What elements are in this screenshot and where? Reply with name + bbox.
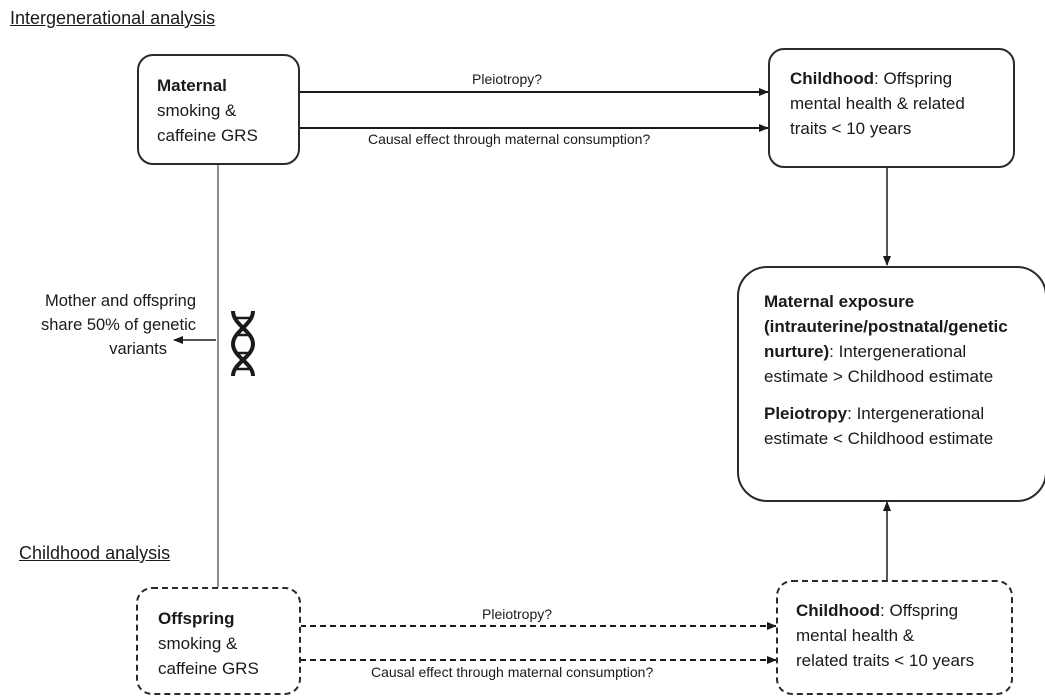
label-bottom-pleiotropy: Pleiotropy? xyxy=(482,606,553,622)
exposure-title-3: nurture) xyxy=(764,342,830,361)
pleiotropy-line2: estimate < Childhood estimate xyxy=(764,429,994,448)
childhood-top-box: Childhood: Offspring mental health & rel… xyxy=(768,48,1015,168)
side-note-line2: share 50% of genetic xyxy=(40,316,196,334)
exposure-title-1: Maternal exposure xyxy=(764,292,915,311)
childhood-bottom-box: Childhood: Offspring mental health & rel… xyxy=(776,580,1013,695)
childhood-top-line3: traits < 10 years xyxy=(790,119,912,138)
offspring-box-line2: smoking & xyxy=(158,634,238,653)
title-intergenerational-analysis: Intergenerational analysis xyxy=(10,8,216,28)
childhood-top-line1: : Offspring xyxy=(874,69,953,88)
offspring-box-title: Offspring xyxy=(158,609,235,628)
exposure-line4: estimate > Childhood estimate xyxy=(764,367,994,386)
genetic-sharing-note: Mother and offspring share 50% of geneti… xyxy=(18,289,196,361)
dna-icon xyxy=(230,310,256,377)
offspring-box-line3: caffeine GRS xyxy=(158,659,259,678)
maternal-box-title: Maternal xyxy=(157,76,227,95)
label-top-pleiotropy: Pleiotropy? xyxy=(472,71,543,87)
label-top-causal: Causal effect through maternal consumpti… xyxy=(368,131,651,147)
maternal-grs-box: Maternal smoking & caffeine GRS xyxy=(137,54,300,165)
offspring-grs-box: Offspring smoking & caffeine GRS xyxy=(136,587,301,695)
childhood-bottom-title: Childhood xyxy=(796,601,881,620)
maternal-box-line2: smoking & xyxy=(157,101,237,120)
exposure-line3: : Intergenerational xyxy=(829,342,967,361)
maternal-box-line3: caffeine GRS xyxy=(157,126,258,145)
childhood-top-title: Childhood xyxy=(790,69,875,88)
pleiotropy-line1: : Intergenerational xyxy=(847,404,985,423)
label-bottom-causal: Causal effect through maternal consumpti… xyxy=(371,664,654,680)
childhood-bottom-line2: mental health & xyxy=(796,626,915,645)
side-note-line3: variants xyxy=(109,340,167,358)
title-childhood-analysis: Childhood analysis xyxy=(19,543,171,563)
childhood-top-line2: mental health & related xyxy=(790,94,965,113)
exposure-title-2: (intrauterine/postnatal/genetic xyxy=(764,317,1008,336)
interpretation-box: Maternal exposure (intrauterine/postnata… xyxy=(737,266,1045,502)
side-note-line1: Mother and offspring xyxy=(44,292,196,310)
childhood-bottom-line1: : Offspring xyxy=(880,601,959,620)
childhood-bottom-line3: related traits < 10 years xyxy=(796,651,975,670)
pleiotropy-title: Pleiotropy xyxy=(764,404,848,423)
